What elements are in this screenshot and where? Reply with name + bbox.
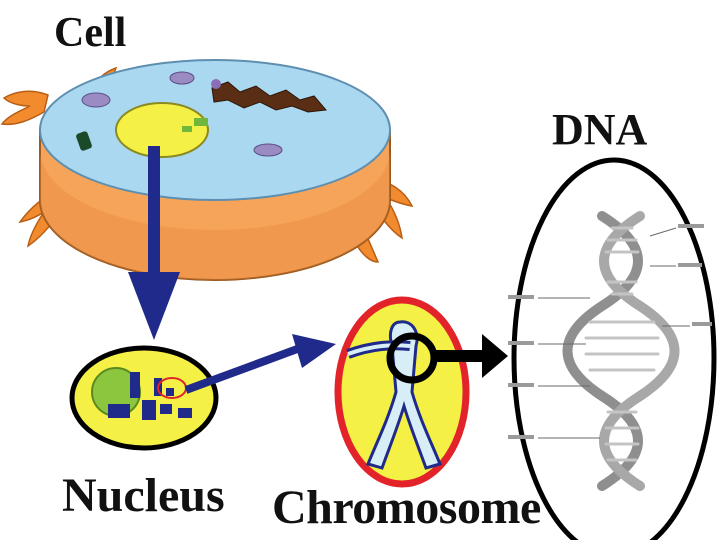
cytoplasm-top	[39, 59, 391, 201]
dna-helix	[562, 211, 680, 491]
arrow-nucleus-to-chromosome	[184, 334, 336, 394]
arrow-chromosome-to-dna	[432, 334, 508, 378]
dna-annotation-lines	[538, 227, 690, 439]
cell-label: Cell	[54, 10, 127, 56]
chromosome-label: Chromosome	[272, 481, 541, 534]
chromosome-illustration	[334, 296, 470, 488]
arrow-cell-to-nucleus	[128, 146, 180, 340]
cell-nucleus	[115, 102, 209, 158]
dna-label: DNA	[552, 105, 648, 154]
nucleus-label: Nucleus	[62, 469, 225, 522]
organelles	[76, 71, 327, 157]
nucleus-illustration	[69, 345, 219, 451]
dna-illustration	[508, 157, 717, 545]
cell-illustration	[0, 59, 414, 281]
